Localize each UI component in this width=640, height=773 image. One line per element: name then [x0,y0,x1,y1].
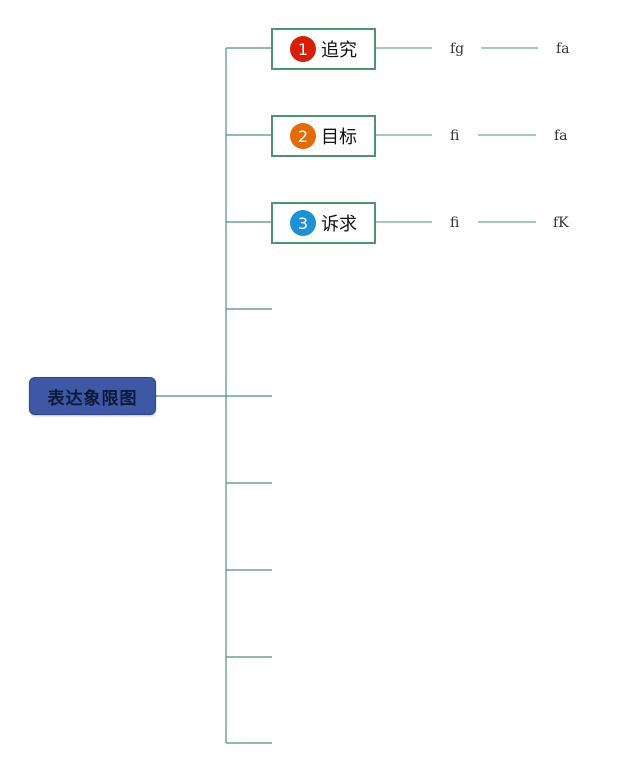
leaf-node-2a[interactable]: fi [450,128,460,144]
leaf-node-2b[interactable]: fa [554,128,568,144]
branch-label: 追究 [321,40,357,61]
branch-node-1[interactable]: 1 追究 [271,28,376,70]
branch-node-2[interactable]: 2 目标 [271,115,376,157]
branch-label: 目标 [321,127,357,148]
root-label: 表达象限图 [47,388,138,409]
leaf-node-1a[interactable]: fg [450,41,465,57]
number-badge-icon: 3 [290,210,316,236]
number-badge-icon: 2 [290,123,316,149]
branch-label: 诉求 [321,214,357,235]
leaf-node-3b[interactable]: fK [553,215,569,231]
leaf-node-3a[interactable]: fi [450,215,460,231]
number-badge-icon: 1 [290,36,316,62]
branch-node-3[interactable]: 3 诉求 [271,202,376,244]
root-node[interactable]: 表达象限图 [29,377,156,415]
leaf-node-1b[interactable]: fa [556,41,570,57]
